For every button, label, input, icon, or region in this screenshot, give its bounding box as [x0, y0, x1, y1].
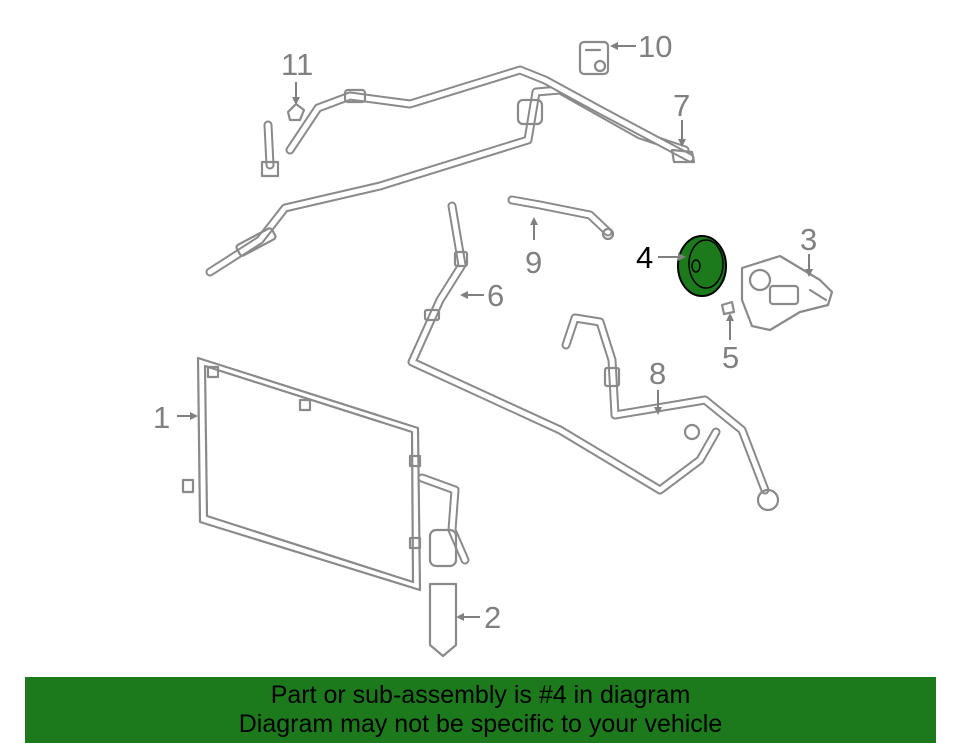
bolt-5 [720, 300, 736, 316]
callout-10: 10 [638, 29, 672, 64]
ac-line-upper [205, 65, 696, 277]
banner-line-1: Part or sub-assembly is #4 in diagram [270, 681, 691, 709]
callout-9: 9 [525, 245, 542, 280]
parts-diagram: 1 2 3 4 5 6 7 8 9 10 11 [153, 29, 834, 658]
liquid-line-6 [407, 201, 721, 495]
condenser [181, 356, 422, 592]
callout-2: 2 [484, 600, 501, 635]
callout-arrows [177, 42, 813, 621]
callout-11: 11 [281, 47, 313, 82]
callout-4: 4 [636, 240, 653, 275]
callout-1: 1 [153, 400, 170, 435]
receiver-drier [417, 473, 470, 658]
compressor-pulley [677, 235, 727, 297]
compressor [740, 254, 834, 332]
suction-line-8 [561, 313, 780, 512]
expansion-valve [578, 40, 610, 76]
callout-3: 3 [800, 222, 817, 257]
info-banner: Part or sub-assembly is #4 in diagram Di… [25, 677, 936, 743]
o-ring-clip [286, 102, 306, 122]
callout-7: 7 [673, 88, 690, 123]
callout-8: 8 [649, 356, 666, 391]
hose-9 [507, 195, 615, 241]
callout-6: 6 [487, 278, 504, 313]
callout-5: 5 [722, 340, 739, 375]
banner-line-2: Diagram may not be specific to your vehi… [238, 710, 723, 738]
